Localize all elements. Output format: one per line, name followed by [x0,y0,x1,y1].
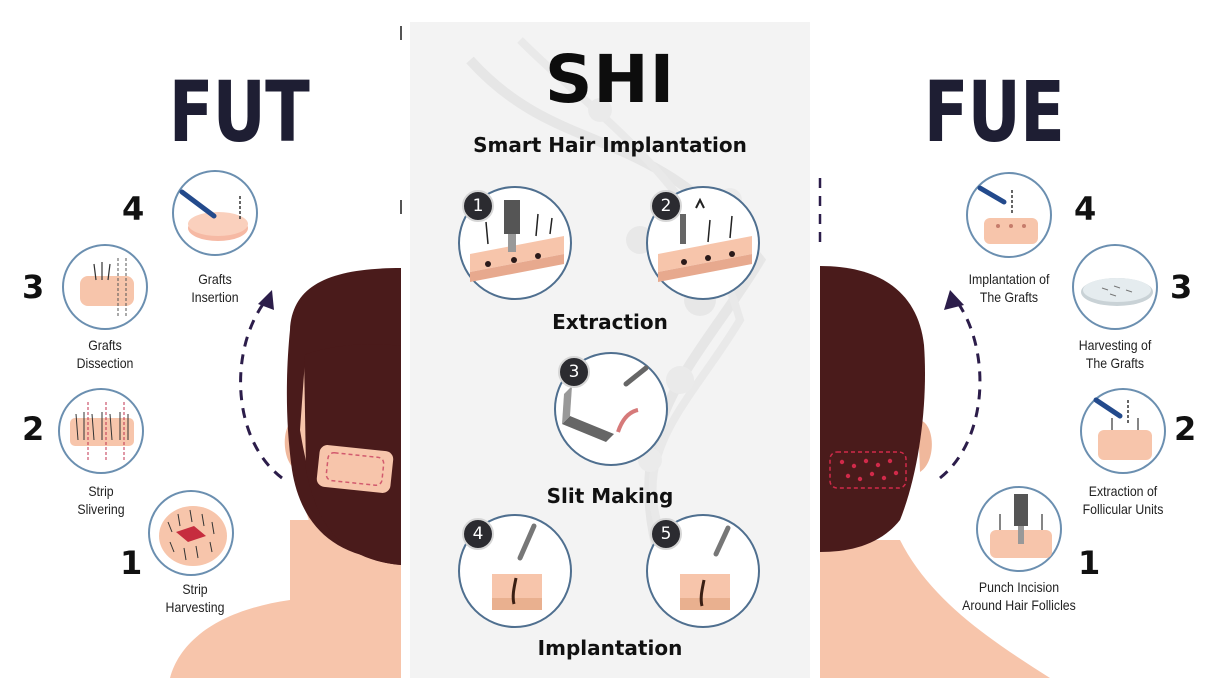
shi-step-1-illustration: 1 [458,186,572,300]
fut-step-1-line2: Harvesting [165,599,225,615]
fut-title: FUT [168,63,310,161]
fut-step-3-number: 3 [22,268,45,306]
fue-step-1-line1: Punch Incision [978,579,1060,595]
fue-step-2-line2: Follicular Units [1082,501,1164,517]
fut-step-1-line1: Strip [182,581,208,597]
fut-step-4-caption: Grafts Insertion [167,270,264,306]
shi-badge-3: 3 [558,356,590,388]
fut-strip-slivering-icon [58,388,144,474]
fue-arrow-head-icon [944,290,964,310]
fue-progress-arrow [939,299,982,480]
shi-title: SHI [544,41,676,118]
shi-subtitle: Smart Hair Implantation [473,133,747,157]
fue-step-4-line2: The Grafts [979,289,1039,305]
fue-step-1-caption: Punch Incision Around Hair Follicles [953,578,1085,614]
shi-badge-2: 2 [650,190,682,222]
fue-title: FUE [923,63,1065,161]
fue-harvesting-icon [1072,244,1158,330]
shi-section-slit-making: Slit Making [546,484,674,508]
fue-step-2-line1: Extraction of [1088,483,1158,499]
fue-head-illustration [820,266,1224,678]
shi-section-implantation: Implantation [537,636,683,660]
fut-grafts-insertion-icon [172,170,258,256]
fut-step-4-line1: Grafts [198,271,232,287]
fut-step-1-caption: Strip Harvesting [147,580,244,616]
fue-step-2-caption: Extraction of Follicular Units [1066,482,1180,518]
fut-grafts-dissection-icon [62,244,148,330]
shi-step-4-illustration: 4 [458,514,572,628]
fut-step-2-caption: Strip Slivering [53,482,150,518]
fue-step-2-number: 2 [1174,410,1197,448]
fue-step-3-line2: The Grafts [1085,355,1145,371]
fut-step-3-caption: Grafts Dissection [57,336,154,372]
fut-step-3-line2: Dissection [76,355,134,371]
fut-step-2-number: 2 [22,410,45,448]
fue-step-3-line1: Harvesting of [1078,337,1152,353]
fut-strip-harvesting-icon [148,490,234,576]
shi-badge-4: 4 [462,518,494,550]
shi-step-3-illustration: 3 [554,352,668,466]
fut-step-3-line1: Grafts [88,337,122,353]
fue-punch-incision-icon [976,486,1062,572]
fue-implantation-icon [966,172,1052,258]
shi-badge-1: 1 [462,190,494,222]
fut-arrow-head-icon [258,290,274,310]
fue-extraction-icon [1080,388,1166,474]
fue-step-4-number: 4 [1074,190,1097,228]
fue-step-1-number: 1 [1078,544,1101,582]
fue-step-3-number: 3 [1170,268,1193,306]
fue-step-4-caption: Implantation of The Grafts [952,270,1066,306]
shi-step-5-illustration: 5 [646,514,760,628]
fut-head-illustration [170,268,401,678]
shi-section-extraction: Extraction [552,310,668,334]
fut-step-4-line2: Insertion [191,289,239,305]
shi-badge-5: 5 [650,518,682,550]
fut-step-2-line2: Slivering [77,501,125,517]
fut-step-4-number: 4 [122,190,145,228]
fut-progress-arrow [239,299,283,480]
fut-step-2-line1: Strip [88,483,114,499]
fue-step-4-line1: Implantation of [968,271,1050,287]
fue-step-1-line2: Around Hair Follicles [962,597,1076,613]
fue-step-3-caption: Harvesting of The Grafts [1058,336,1172,372]
fut-step-1-number: 1 [120,544,143,582]
shi-step-2-illustration: 2 [646,186,760,300]
